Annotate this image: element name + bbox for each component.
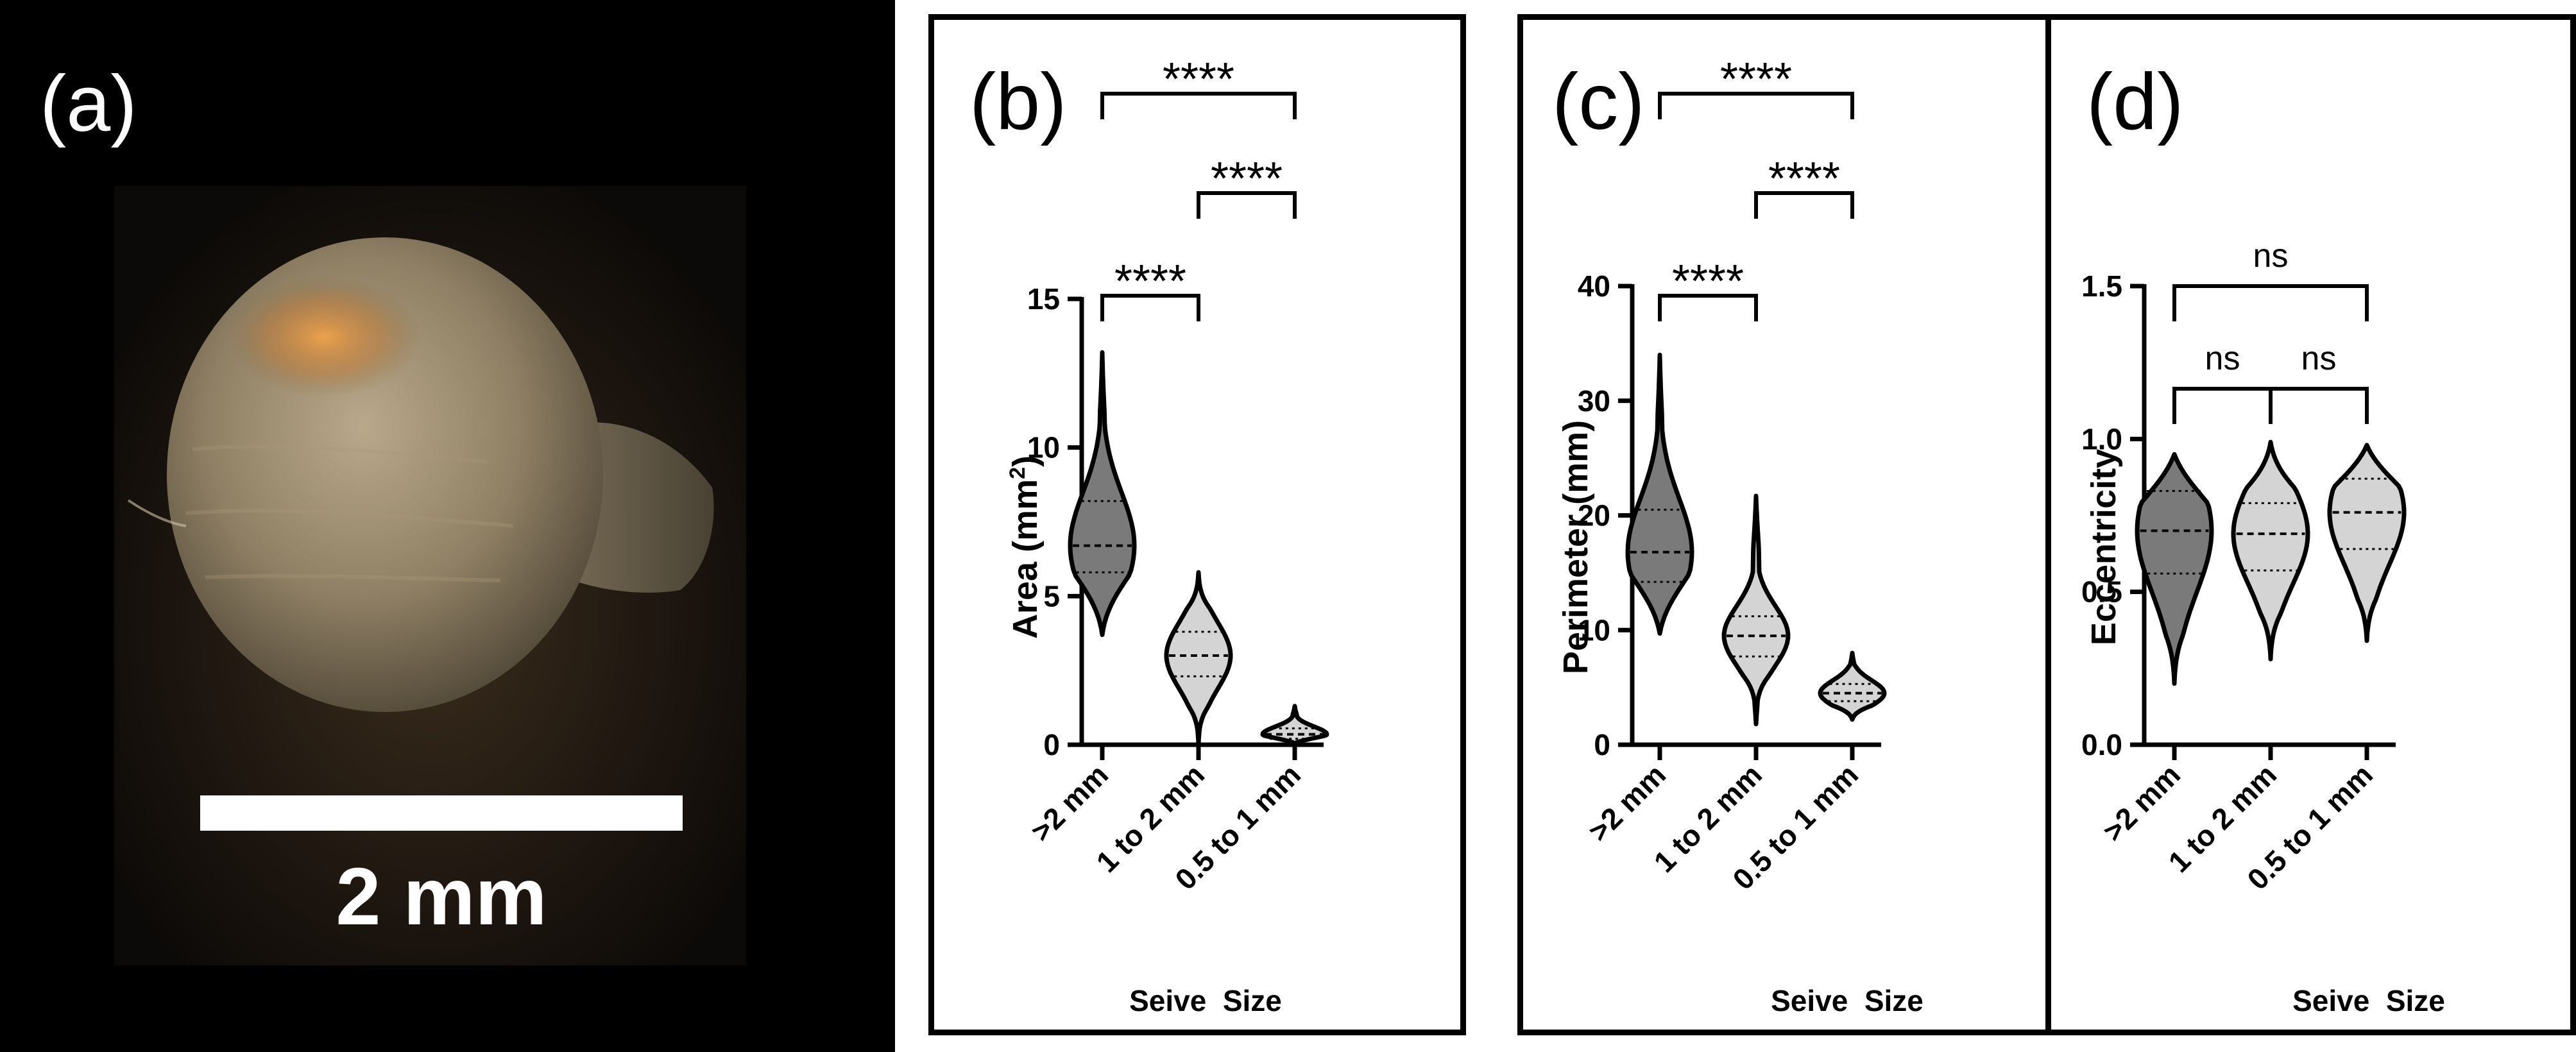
- x-tick-label: >2 mm: [1582, 758, 1672, 848]
- y-axis-label: Eccentricity: [2085, 449, 2123, 645]
- violin-2: [1164, 570, 1233, 746]
- y-tick-label: 1.0: [2081, 422, 2122, 455]
- y-tick-label: 30: [1578, 384, 1610, 418]
- significance-label: ****: [1211, 153, 1283, 205]
- specimen-texture: [185, 445, 514, 582]
- significance-bracket: [2172, 387, 2273, 424]
- y-tick-label: 40: [1578, 269, 1610, 303]
- significance-label: ****: [1672, 256, 1744, 307]
- significance-bracket: [2172, 284, 2369, 321]
- panel-label-a: (a): [40, 60, 137, 148]
- x-axis-label: Seive Size: [1771, 984, 1923, 1017]
- significance-bracket: [1197, 191, 1297, 219]
- x-axis-label: Seive Size: [2292, 984, 2445, 1017]
- scale-bar: [200, 795, 683, 831]
- violin-3: [1818, 650, 1887, 722]
- y-axis-label: Area (mm2): [1005, 455, 1045, 639]
- y-tick-label: 0: [1594, 728, 1610, 761]
- significance-label: ns: [2205, 340, 2240, 377]
- x-axis-label: Seive Size: [1129, 984, 1282, 1017]
- y-axis-label: Perimeter (mm): [1557, 420, 1595, 674]
- violin-1: [1068, 350, 1137, 638]
- y-tick-label: 10: [1578, 613, 1610, 647]
- significance-label: ****: [1720, 54, 1792, 105]
- specimen-highlight: [228, 276, 420, 398]
- y-tick-label: 20: [1578, 499, 1610, 532]
- y-tick-label: 0.5: [2081, 575, 2122, 609]
- violin-3: [2327, 443, 2407, 643]
- y-tick-label: 0.0: [2081, 728, 2122, 761]
- y-tick-label: 0: [1043, 728, 1060, 761]
- significance-label: ****: [1768, 153, 1840, 205]
- panel-label: (c): [1552, 58, 1645, 146]
- y-tick-label: 15: [1027, 282, 1060, 316]
- violin-1: [2135, 452, 2214, 686]
- violin-chart-area: (d) Eccentricity Seive Size 0.0 0.5 1.0 1.5…: [2081, 58, 2445, 1017]
- significance-bracket: [1658, 294, 1758, 321]
- significance-label: ****: [1163, 54, 1234, 105]
- specimen-photo: [114, 186, 746, 965]
- panel-label: (b): [969, 58, 1067, 146]
- scale-bar-label: 2 mm: [336, 851, 547, 942]
- violin-2: [2231, 439, 2310, 661]
- violin-2: [1721, 493, 1791, 727]
- y-tick-label: 10: [1027, 431, 1060, 464]
- panel-label: (d): [2086, 58, 2184, 146]
- x-tick-label: >2 mm: [1024, 758, 1114, 848]
- significance-bracket: [1100, 294, 1200, 321]
- panel-d: (d) Eccentricity Seive Size 0.0 0.5 1.0 1.5…: [2045, 14, 2576, 1035]
- significance-label: ns: [2253, 237, 2289, 275]
- significance-bracket: [1100, 92, 1297, 119]
- significance-bracket: [1658, 92, 1854, 119]
- violin-1: [1625, 352, 1694, 636]
- x-tick-label: >2 mm: [2096, 758, 2187, 848]
- panel-c: (c) Perimeter (mm) Seive Size 0 10 20 30 40 >…: [1517, 14, 2055, 1035]
- significance-bracket: [2269, 387, 2369, 424]
- photo-panel: (a) 2 mm: [0, 0, 895, 1052]
- significance-label: ****: [1114, 256, 1186, 307]
- y-tick-label: 5: [1043, 579, 1060, 613]
- violin-chart-area: (c) Perimeter (mm) Seive Size 0 10 20 30 40 >…: [1552, 54, 1923, 1017]
- significance-bracket: [1754, 191, 1854, 219]
- significance-label: ns: [2301, 340, 2337, 377]
- violin-3: [1260, 704, 1329, 746]
- y-tick-label: 1.5: [2081, 269, 2122, 303]
